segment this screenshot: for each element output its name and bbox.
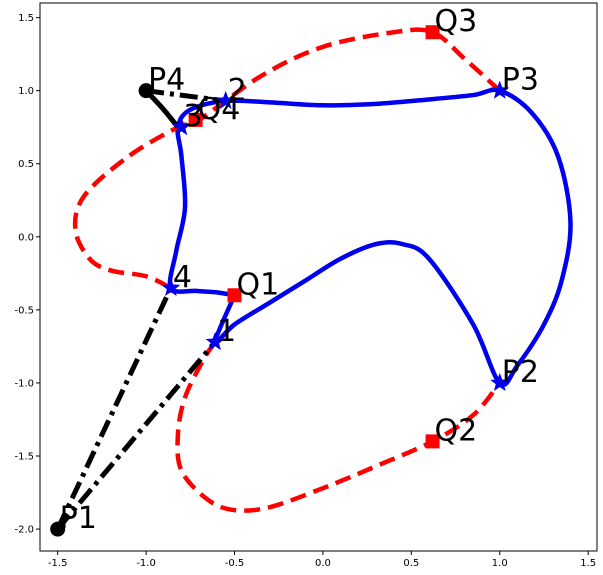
circle-marker-p4	[138, 83, 154, 99]
markers-layer	[50, 25, 510, 537]
square-marker-q4	[188, 112, 203, 127]
x-tick-label: -1.0	[136, 558, 156, 569]
square-marker-q3	[425, 25, 440, 40]
x-tick-label: -0.5	[225, 558, 245, 569]
x-axis: -1.5 -1.0 -0.5 0.0 0.5 1.0 1.5	[48, 551, 596, 569]
y-tick-label: 1.0	[18, 86, 34, 97]
axes-frame	[39, 2, 598, 552]
series-black-dashdot-3	[55, 286, 174, 531]
circle-marker-p1	[50, 521, 66, 537]
x-tick-label: 1.0	[492, 558, 508, 569]
star-marker-3	[171, 117, 191, 136]
y-tick-label: 1.5	[18, 13, 34, 24]
x-tick-label: 1.5	[580, 558, 596, 569]
x-tick-label: 0.5	[403, 558, 419, 569]
y-tick-label: 0.5	[18, 159, 34, 170]
point-label-q2: Q2	[435, 413, 478, 448]
star-marker-2	[216, 90, 236, 109]
point-label-2: 2	[228, 73, 247, 108]
point-label-p1: P1	[60, 501, 97, 536]
point-label-1: 1	[217, 314, 236, 349]
point-label-3: 3	[183, 99, 202, 134]
star-marker-p3	[490, 80, 510, 99]
star-marker-p2	[490, 372, 510, 392]
star-marker-4	[161, 277, 181, 297]
y-axis: 1.5 1.0 0.5 0.0 -0.5 -1.0 -1.5 -2.0	[14, 13, 40, 536]
x-tick-label: 0.0	[315, 558, 331, 569]
y-tick-label: -2.0	[14, 525, 34, 536]
series-blue-solid-0	[167, 87, 573, 387]
point-label-p2: P2	[502, 355, 539, 390]
star-marker-1	[205, 332, 225, 351]
y-tick-label: -1.0	[14, 378, 34, 389]
point-label-q3: Q3	[435, 4, 478, 39]
y-tick-label: -0.5	[14, 305, 34, 316]
y-tick-label: 0.0	[18, 232, 34, 243]
series-black-dashdot-5	[145, 88, 226, 104]
square-marker-q1	[227, 288, 242, 303]
x-tick-label: -1.5	[48, 558, 68, 569]
series-black-dashdot-4	[55, 340, 217, 531]
point-label-q4: Q4	[198, 92, 241, 127]
point-label-p4: P4	[148, 63, 185, 98]
point-label-q1: Q1	[237, 267, 280, 302]
square-marker-q2	[425, 434, 440, 449]
point-label-p3: P3	[502, 63, 539, 98]
y-tick-label: -1.5	[14, 452, 34, 463]
point-label-4: 4	[173, 260, 192, 295]
